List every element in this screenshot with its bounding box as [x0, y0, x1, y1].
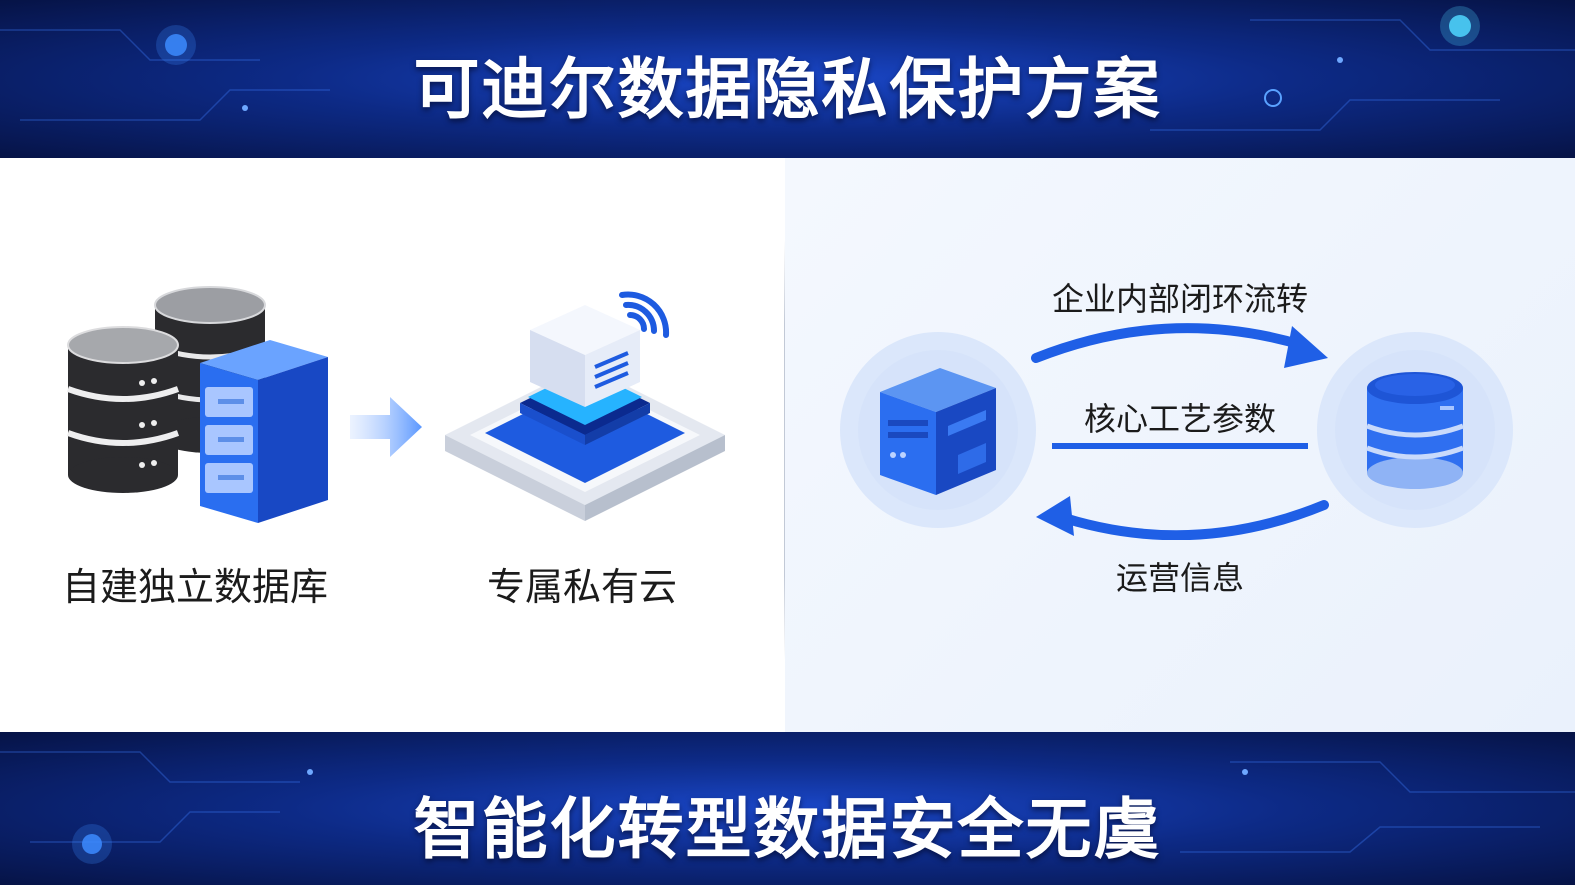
database-icon [1317, 332, 1513, 528]
item-label-private-cloud: 专属私有云 [487, 565, 678, 609]
database-server-icon [66, 286, 328, 523]
private-cloud-icon [445, 291, 725, 521]
server-cube-icon [840, 332, 1036, 528]
page-title: 可迪尔数据隐私保护方案 [413, 51, 1162, 128]
header-banner: 可迪尔数据隐私保护方案 [0, 0, 1575, 158]
circuit-decoration [0, 6, 1575, 131]
flow-label-operations: 运营信息 [1115, 559, 1244, 597]
arrow-right-icon [350, 397, 422, 457]
flow-label-core-params: 核心工艺参数 [1083, 400, 1276, 438]
footer-title: 智能化转型数据安全无虞 [413, 791, 1162, 868]
flow-arrows [1031, 323, 1329, 540]
circuit-decoration-bottom [0, 751, 1575, 864]
footer-banner: 智能化转型数据安全无虞 [0, 732, 1575, 885]
item-label-database: 自建独立数据库 [62, 565, 329, 609]
flow-label-closed-loop: 企业内部闭环流转 [1051, 280, 1308, 318]
